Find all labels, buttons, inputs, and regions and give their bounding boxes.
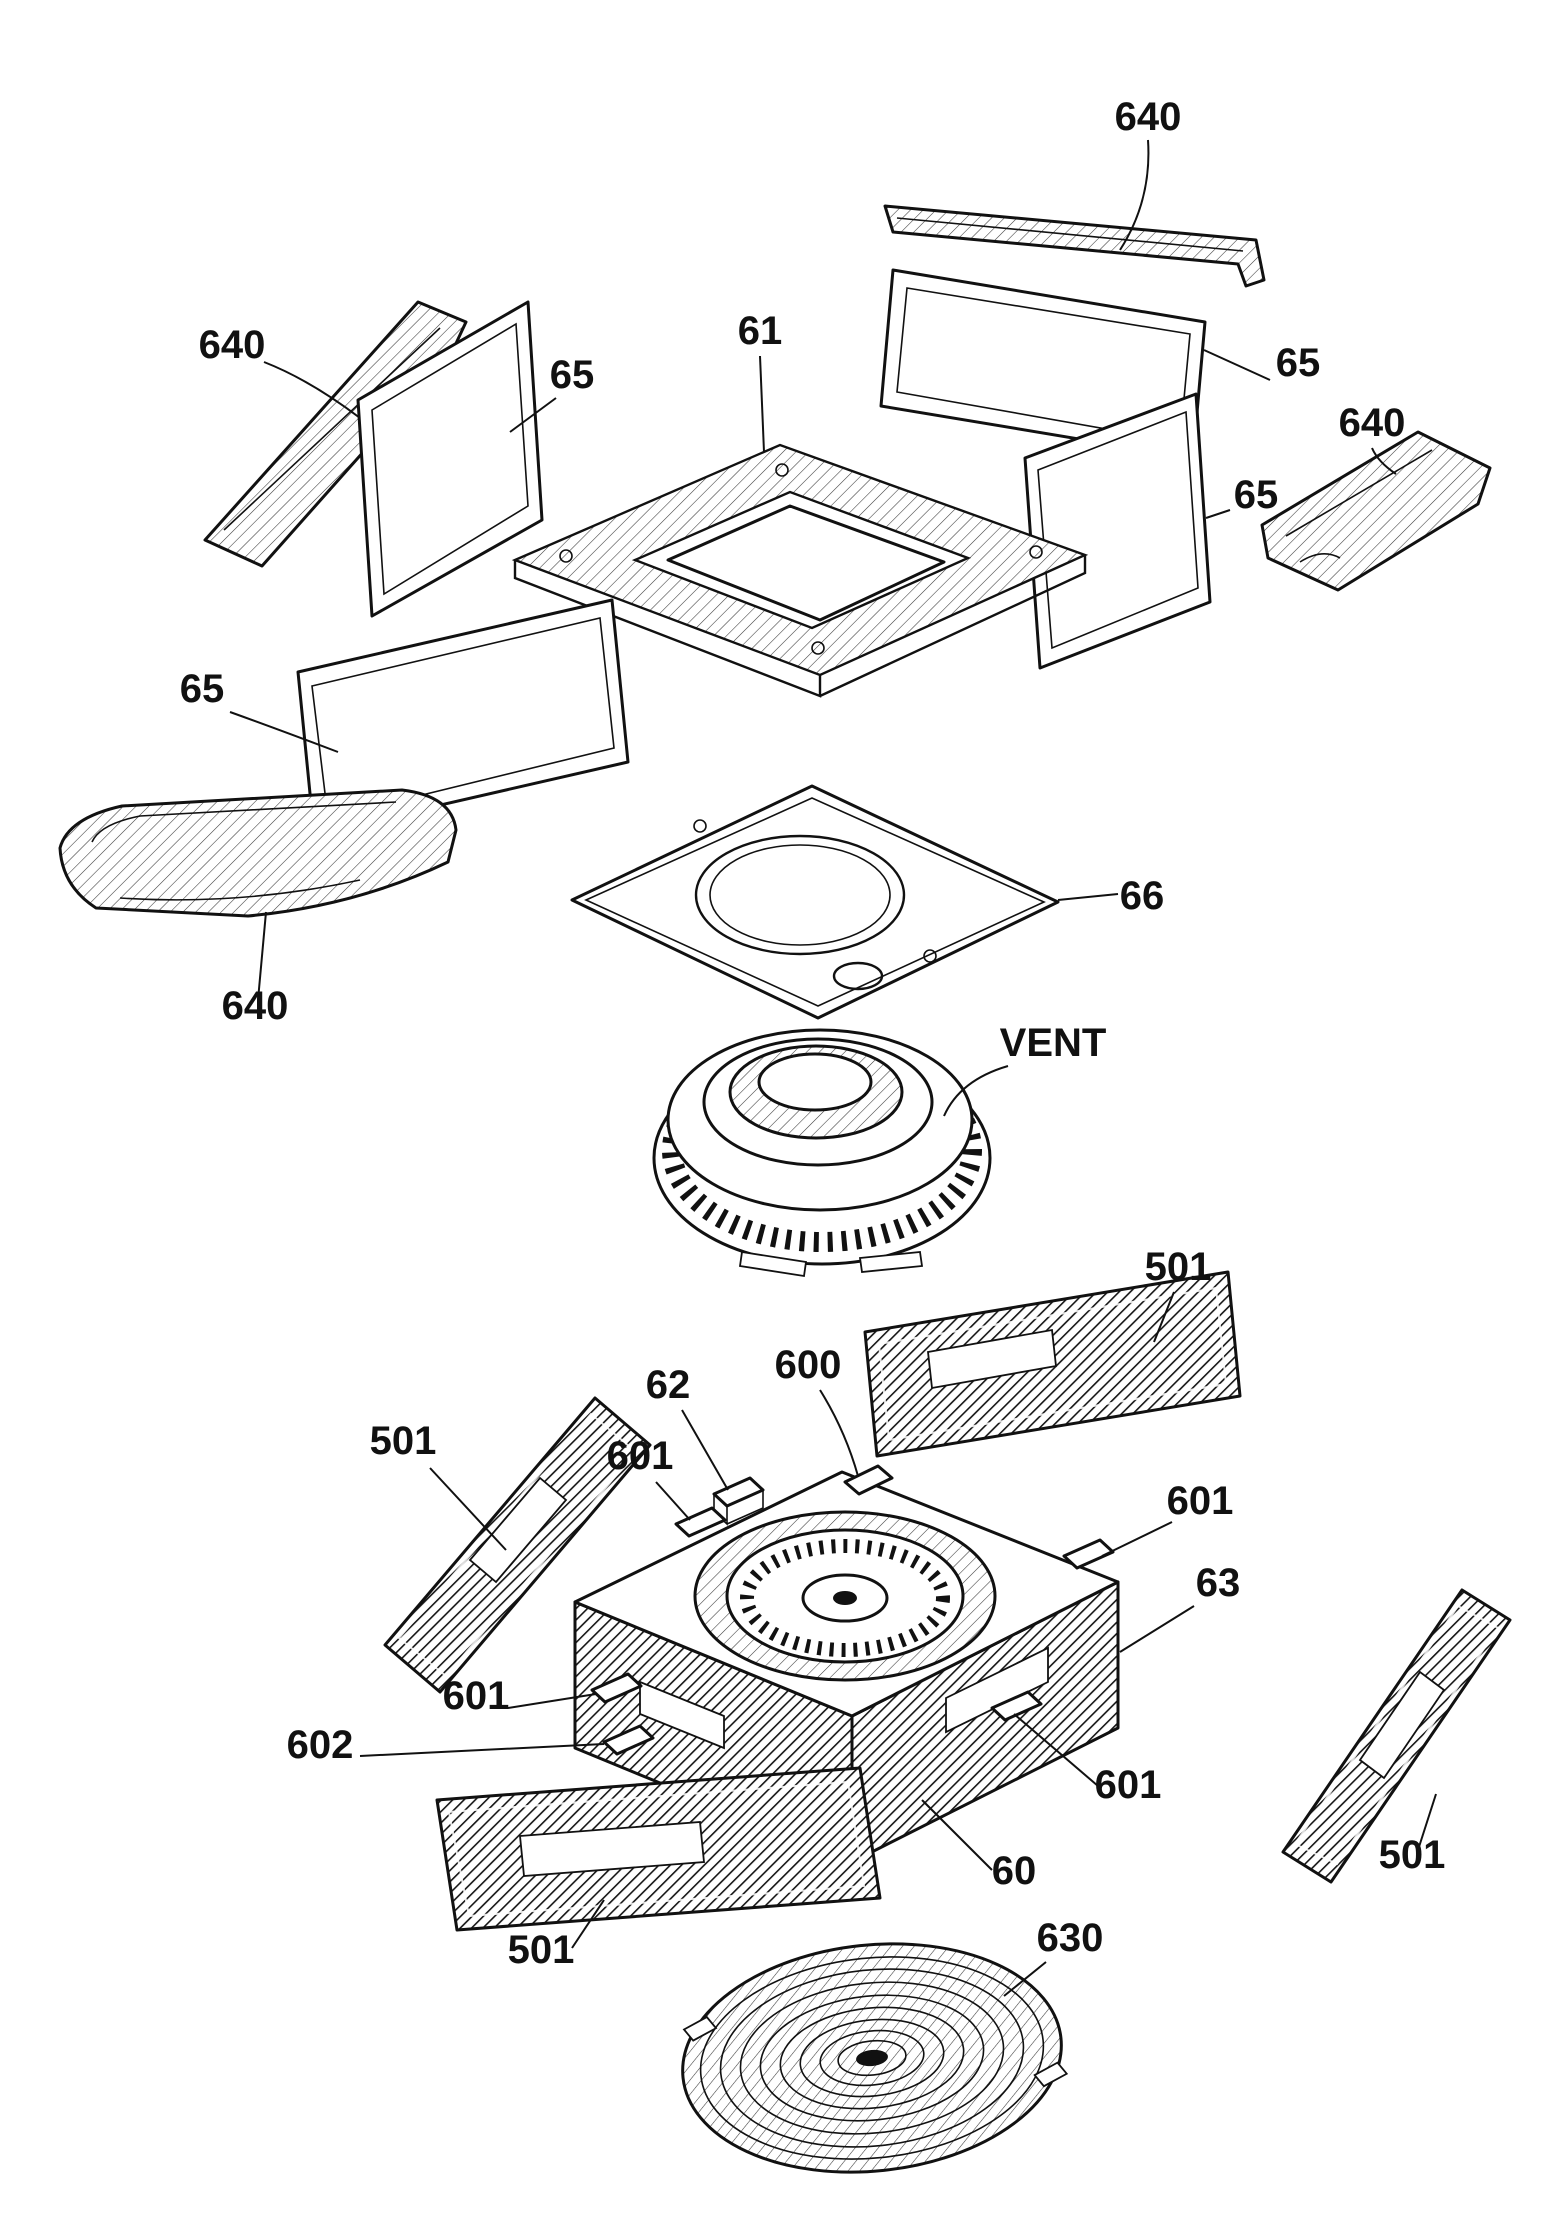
callout-label: 65 [1234, 473, 1279, 517]
callout-63: 63 [1119, 1561, 1241, 1653]
callout-601-left: 601 [443, 1674, 597, 1718]
callout-label: 62 [646, 1363, 691, 1407]
callout-label: 640 [199, 323, 266, 367]
inlet-grille-630 [681, 1942, 1069, 2174]
turbo-fan-vent [652, 1028, 992, 1278]
ceiling-cover-640-top-left [203, 300, 468, 568]
callout-601-lower-right: 601 [1013, 1713, 1162, 1807]
grille-panel-501-front [435, 1766, 882, 1932]
callout-501-bottom: 501 [508, 1899, 605, 1972]
callout-640-far-right: 640 [1339, 401, 1406, 475]
callout-label: 65 [180, 667, 225, 711]
callout-65-right: 65 [1205, 473, 1279, 519]
callout-label: 640 [1339, 401, 1406, 445]
corner-post-62 [712, 1476, 765, 1526]
callout-label: 65 [550, 353, 595, 397]
corner-bracket-600 [843, 1464, 894, 1496]
callout-501-left: 501 [370, 1419, 507, 1551]
callout-65-upper-left: 65 [509, 353, 595, 433]
ceiling-cover-640-top-right [883, 204, 1266, 288]
callout-label: 601 [443, 1674, 510, 1718]
partition-plate-66 [570, 784, 1060, 1020]
callout-602: 602 [287, 1723, 605, 1767]
side-panel-65-top-left [356, 300, 544, 618]
callout-label: 501 [370, 1419, 437, 1463]
side-panel-65-left [296, 598, 630, 836]
callout-61: 61 [738, 309, 783, 453]
callout-label: 601 [1095, 1763, 1162, 1807]
callout-label: VENT [1000, 1021, 1107, 1065]
callout-vent: VENT [943, 1021, 1107, 1117]
callout-601-right: 601 [1101, 1479, 1234, 1557]
corner-bracket-601-left [590, 1672, 643, 1704]
corner-bracket-601-lower-right [990, 1690, 1043, 1722]
callout-label: 601 [1167, 1479, 1234, 1523]
corner-bracket-601-top [674, 1506, 727, 1538]
callout-600: 600 [775, 1343, 859, 1477]
callout-60: 60 [921, 1799, 1037, 1893]
callout-label: 640 [222, 984, 289, 1028]
callout-65-top-right: 65 [1203, 341, 1321, 385]
callout-640-lower-left: 640 [222, 911, 289, 1028]
callout-label: 601 [607, 1434, 674, 1478]
callout-501-upper-right: 501 [1145, 1245, 1212, 1343]
callout-label: 640 [1115, 95, 1182, 139]
callout-label: 630 [1037, 1916, 1104, 1960]
ceiling-cover-640-far-right [1260, 430, 1492, 592]
side-panel-65-right [1023, 392, 1212, 670]
callouts: 640 640 65 61 65 640 65 65 [180, 95, 1446, 1997]
callout-label: 60 [992, 1849, 1037, 1893]
callout-label: 66 [1120, 874, 1165, 918]
callout-label: 61 [738, 309, 783, 353]
callout-label: 501 [1379, 1833, 1446, 1877]
callout-501-far-right: 501 [1379, 1793, 1446, 1877]
grille-panel-501-left [383, 1396, 652, 1694]
grille-panel-501-right [1281, 1588, 1512, 1884]
callout-62: 62 [646, 1363, 729, 1491]
callout-label: 602 [287, 1723, 354, 1767]
callout-label: 501 [1145, 1245, 1212, 1289]
decorative-frame-61 [511, 443, 1089, 698]
callout-601-top: 601 [607, 1434, 691, 1521]
callout-label: 600 [775, 1343, 842, 1387]
callout-640-top-right: 640 [1115, 95, 1182, 251]
callout-label: 501 [508, 1928, 575, 1972]
corner-bracket-601-right [1062, 1538, 1115, 1570]
callout-65-left: 65 [180, 667, 339, 753]
ceiling-cover-640-lower-left [58, 788, 458, 918]
corner-bracket-602 [602, 1724, 655, 1756]
grille-panel-501-upper-right [863, 1270, 1242, 1458]
callout-630: 630 [1003, 1916, 1104, 1997]
callout-label: 63 [1196, 1561, 1241, 1605]
callout-66: 66 [1057, 874, 1165, 918]
callout-640-top-left: 640 [199, 323, 361, 419]
callout-label: 65 [1276, 341, 1321, 385]
